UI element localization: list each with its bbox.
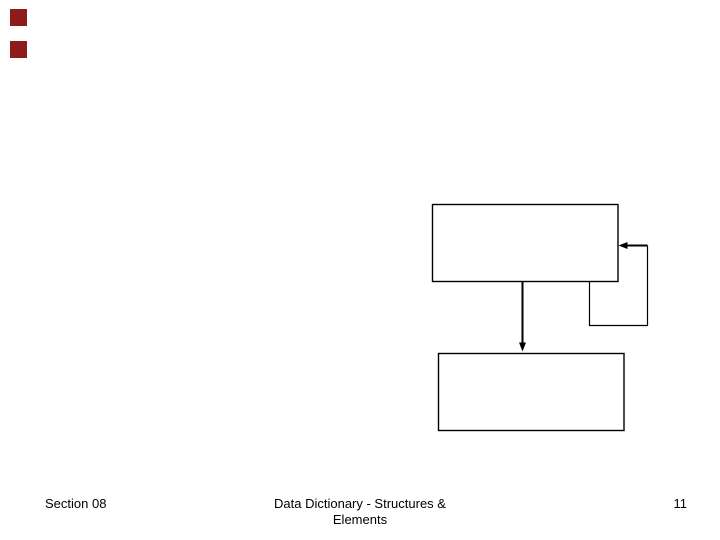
flowchart-box-top [431, 203, 619, 283]
flowchart-box-bottom [437, 352, 625, 432]
footer-title: Data Dictionary - Structures & Elements [274, 496, 446, 527]
decor-red-square-bottom [10, 41, 27, 58]
self-loop-line [588, 245, 649, 327]
footer-section-label: Section 08 [45, 496, 107, 511]
down-arrowhead-icon [519, 342, 526, 352]
decor-red-square-top [10, 9, 27, 26]
footer-page-number: 11 [673, 496, 688, 511]
self-loop-arrowhead-icon [618, 242, 628, 249]
